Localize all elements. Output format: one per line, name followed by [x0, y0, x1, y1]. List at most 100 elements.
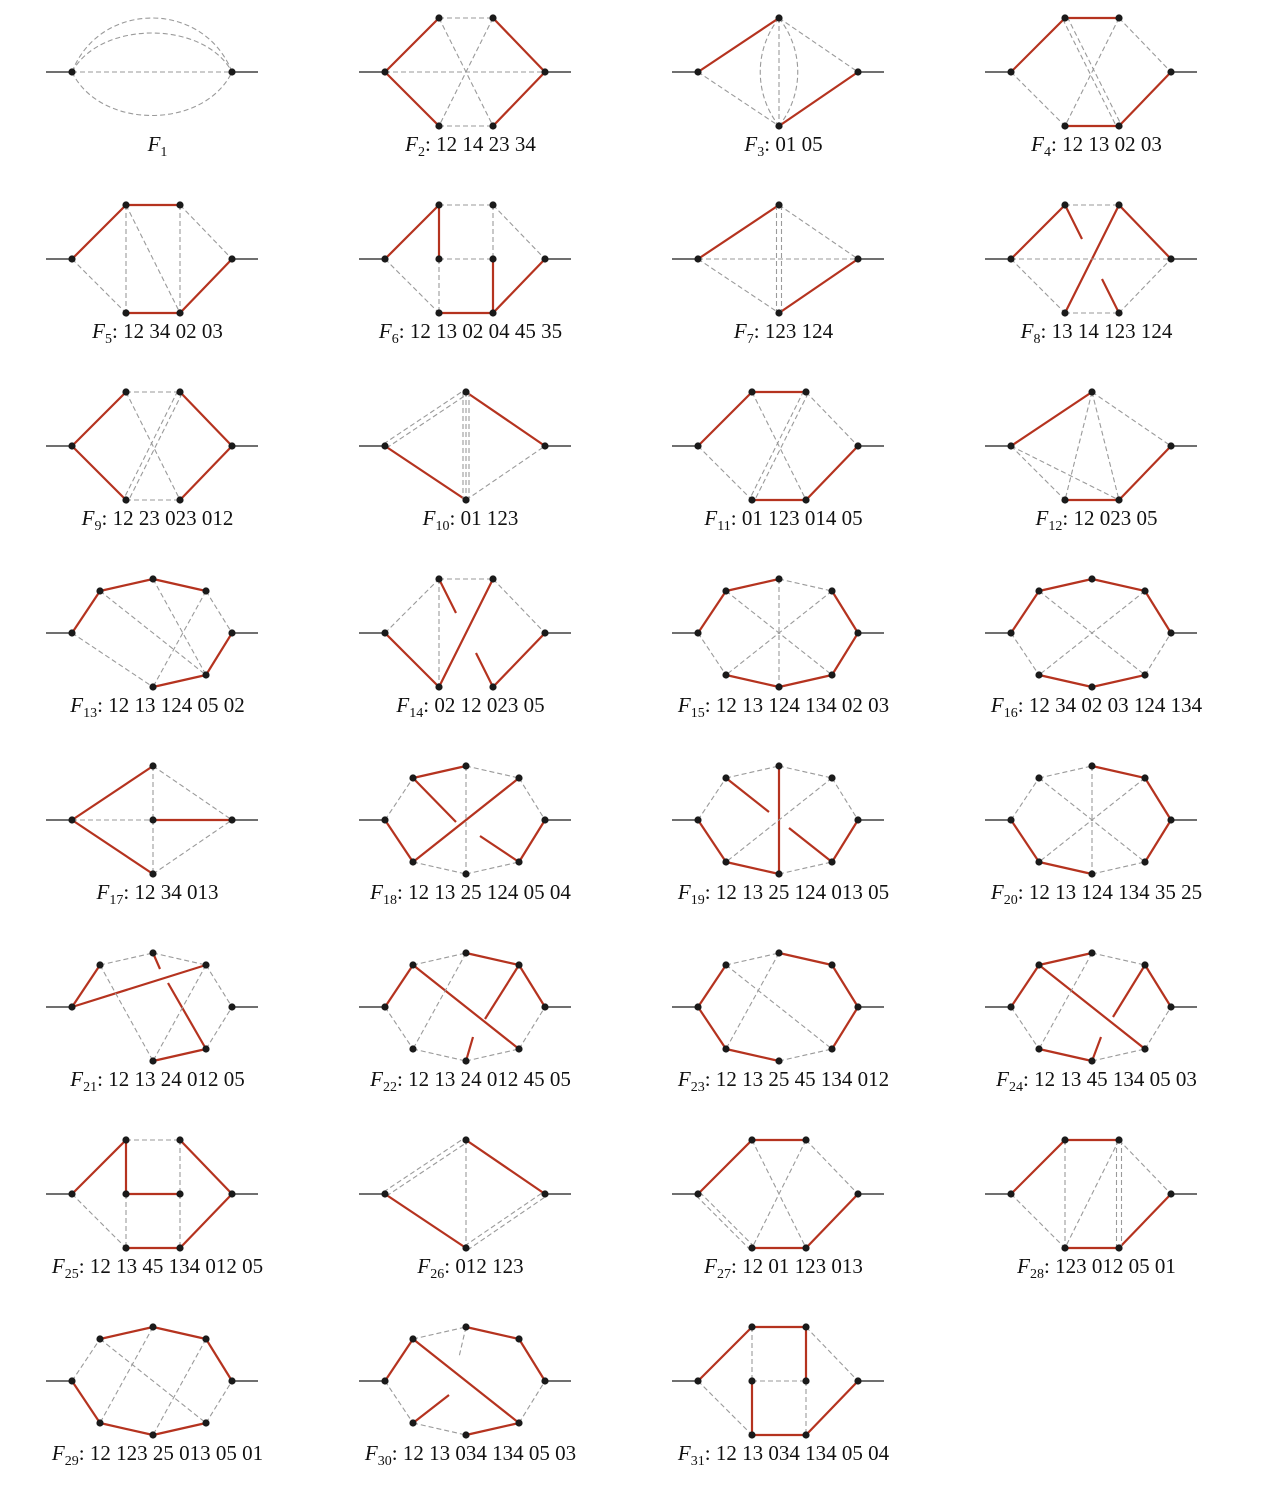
diagram-caption: F29: 12 123 25 013 05 01 — [51, 1441, 264, 1470]
cut-line — [778, 673, 833, 689]
cut-line — [1112, 964, 1146, 1018]
feynman-diagram — [985, 14, 1197, 130]
vertex-dot — [381, 1190, 389, 1198]
propagator-line — [725, 765, 780, 779]
diagram-caption: F5: 12 34 02 03 — [92, 319, 223, 348]
vertex-dot — [176, 496, 184, 504]
propagator-line — [1010, 445, 1066, 501]
caption-symbol: F — [396, 693, 410, 717]
propagator-arc — [71, 32, 233, 73]
propagator-line — [697, 258, 780, 314]
propagator-line — [1038, 952, 1093, 1050]
diagram-caption: F2: 12 14 23 34 — [405, 132, 536, 161]
cut-line — [384, 71, 440, 127]
vertex-dot — [541, 816, 549, 824]
propagator-line — [412, 1326, 467, 1340]
cut-line — [831, 632, 859, 676]
diagram-cell-f24: F24: 12 13 45 134 05 03 — [939, 941, 1254, 1127]
cut-line — [1038, 673, 1093, 689]
caption-symbol: F — [51, 1441, 65, 1465]
vertex-dot — [1088, 575, 1096, 583]
caption-code: 123 012 05 01 — [1055, 1254, 1176, 1278]
propagator-line — [1144, 632, 1172, 676]
cut-line — [384, 445, 467, 501]
cut-line — [179, 1139, 233, 1195]
vertex-dot — [149, 816, 157, 824]
caption-code: 12 13 02 04 45 35 — [409, 319, 563, 343]
vertex-dot — [1115, 14, 1123, 22]
feynman-diagram — [985, 762, 1197, 878]
propagator-line — [518, 1006, 546, 1050]
cut-line — [697, 17, 780, 73]
cut-line — [697, 1326, 753, 1382]
propagator-line — [386, 393, 468, 449]
propagator-line — [1062, 18, 1118, 128]
cut-line — [384, 204, 440, 260]
caption-code: 12 123 25 013 05 01 — [89, 1441, 264, 1465]
cut-line — [71, 963, 207, 1009]
caption-subscript: 16 — [1003, 706, 1018, 722]
caption-code: 12 13 24 012 45 05 — [408, 1067, 571, 1091]
cut-line — [788, 827, 833, 863]
diagram-cell-f16: F16: 12 34 02 03 124 134 — [939, 567, 1254, 753]
vertex-dot — [748, 1377, 756, 1385]
vertex-dot — [748, 1136, 756, 1144]
feynman-diagram — [359, 388, 571, 504]
vertex-dot — [409, 1335, 417, 1343]
propagator-line — [1091, 861, 1146, 875]
caption-symbol: F — [704, 1254, 717, 1278]
propagator-line — [697, 1380, 753, 1436]
cut-line — [71, 204, 127, 260]
vertex-dot — [722, 587, 730, 595]
vertex-dot — [722, 774, 730, 782]
propagator-line — [465, 445, 546, 501]
vertex-dot — [1167, 68, 1175, 76]
vertex-dot — [381, 68, 389, 76]
caption-symbol: F — [370, 880, 383, 904]
vertex-dot — [176, 201, 184, 209]
diagram-cell-f3: F3: 01 05 — [626, 6, 941, 192]
vertex-dot — [541, 1003, 549, 1011]
feynman-diagram — [46, 17, 258, 117]
diagram-cell-f28: F28: 123 012 05 01 — [939, 1128, 1254, 1314]
propagator-line — [179, 204, 233, 260]
vertex-dot — [775, 201, 783, 209]
vertex-dot — [96, 587, 104, 595]
vertex-dot — [1115, 496, 1123, 504]
feynman-diagram — [672, 1323, 884, 1439]
vertex-dot — [694, 629, 702, 637]
vertex-dot — [122, 201, 130, 209]
vertex-dot — [802, 1323, 810, 1331]
diagram-caption: F1 — [0, 132, 315, 161]
vertex-dot — [828, 1045, 836, 1053]
vertex-dot — [775, 1057, 783, 1065]
cut-line — [697, 819, 727, 863]
caption-subscript: 3 — [757, 145, 765, 161]
diagram-caption: F14: 02 12 023 05 — [396, 693, 545, 722]
vertex-dot — [515, 774, 523, 782]
caption-subscript: 29 — [64, 1454, 79, 1470]
diagram-caption: F13: 12 13 124 05 02 — [70, 693, 245, 722]
vertex-dot — [381, 1377, 389, 1385]
propagator-line — [383, 389, 465, 445]
vertex-dot — [228, 1003, 236, 1011]
propagator-line — [1010, 777, 1040, 821]
vertex-dot — [176, 1244, 184, 1252]
vertex-dot — [828, 671, 836, 679]
diagram-cell-f6: F6: 12 13 02 04 45 35 — [313, 193, 628, 379]
cut-line — [179, 445, 233, 501]
propagator-line — [99, 1338, 207, 1424]
cut-line — [1038, 951, 1093, 967]
vertex-dot — [541, 1377, 549, 1385]
diagram-caption: F12: 12 023 05 — [1035, 506, 1158, 535]
diagram-cell-f1: F1 — [0, 6, 315, 192]
vertex-dot — [228, 442, 236, 450]
caption-symbol: F — [147, 132, 161, 156]
cut-line — [725, 577, 780, 593]
cut-line — [518, 819, 546, 863]
propagator-line — [152, 590, 207, 688]
caption-subscript: 11 — [717, 519, 731, 535]
diagram-caption: F23: 12 13 25 45 134 012 — [677, 1067, 890, 1096]
vertex-dot — [748, 496, 756, 504]
vertex-dot — [854, 816, 862, 824]
